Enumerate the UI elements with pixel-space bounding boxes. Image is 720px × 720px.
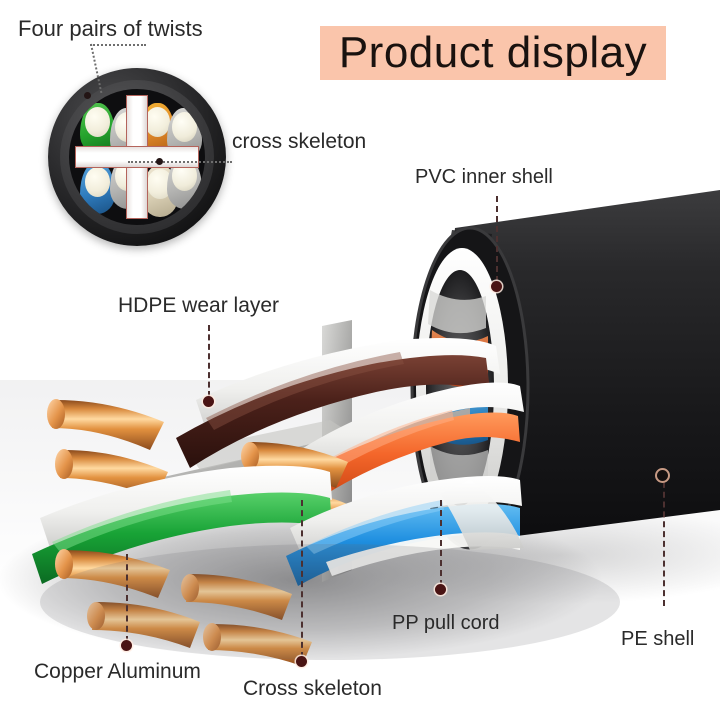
page-title: Product display xyxy=(338,28,648,77)
cross-section-skeleton-horizontal xyxy=(75,146,199,168)
cross-section-wire-blue xyxy=(79,162,116,215)
marker-hdpe-wear-layer xyxy=(203,396,214,407)
product-display-banner: Product display xyxy=(320,26,666,80)
cable-cross-section xyxy=(48,68,226,246)
callout-label-cross-skeleton-top: cross skeleton xyxy=(232,130,367,153)
callout-label-four-pairs: Four pairs of twists xyxy=(18,16,203,41)
marker-copper-aluminum xyxy=(121,640,132,651)
marker-pe-shell xyxy=(657,470,668,481)
cross-section-wire-green xyxy=(79,102,116,155)
callout-label-pp-pull-cord: PP pull cord xyxy=(392,612,500,634)
cross-section-core xyxy=(69,89,205,225)
callout-label-cross-skeleton-bottom: Cross skeleton xyxy=(243,677,382,700)
marker-pvc-inner-shell xyxy=(491,281,502,292)
leader-four-pairs-horizontal xyxy=(90,44,146,46)
marker-cross-skeleton-top xyxy=(156,158,163,165)
callout-label-pvc-inner-shell: PVC inner shell xyxy=(415,166,553,188)
marker-pp-pull-cord xyxy=(435,584,446,595)
callout-label-pe-shell: PE shell xyxy=(621,628,695,650)
marker-four-pairs xyxy=(84,92,91,99)
callout-label-hdpe-wear-layer: HDPE wear layer xyxy=(118,294,280,317)
marker-cross-skeleton-bottom xyxy=(296,656,307,667)
callout-label-copper-aluminum: Copper Aluminum xyxy=(34,660,201,683)
